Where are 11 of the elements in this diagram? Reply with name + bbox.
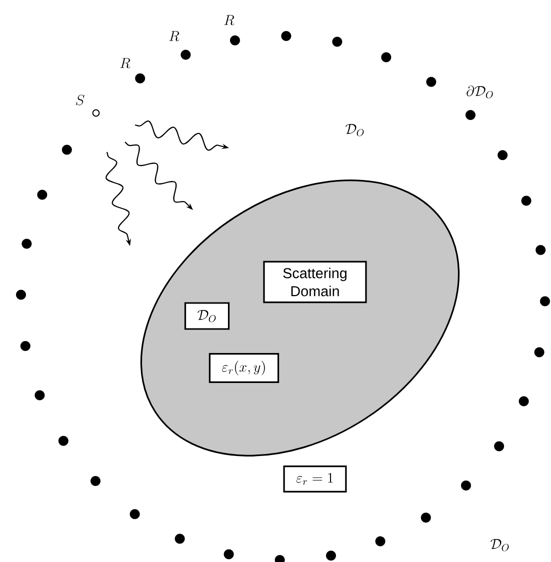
label-box: $\varepsilon_r(x,y)$ (208, 353, 280, 383)
math-label: $R$ (169, 31, 180, 42)
math-label: $R$ (120, 58, 130, 68)
math-label: $\mathcal{D}_O$ (346, 124, 364, 136)
math-label: $R$ (224, 15, 234, 26)
math-label: $S$ (76, 94, 84, 106)
label-box: $\mathcal{D}_O$ (184, 302, 230, 330)
label-box: $\varepsilon_r = 1$ (283, 465, 347, 493)
math-label: $\mathcal{D}_O$ (490, 539, 509, 552)
label-box: Scattering Domain (263, 260, 367, 304)
math-label: $\partial\mathcal{D}_O$ (466, 86, 493, 98)
